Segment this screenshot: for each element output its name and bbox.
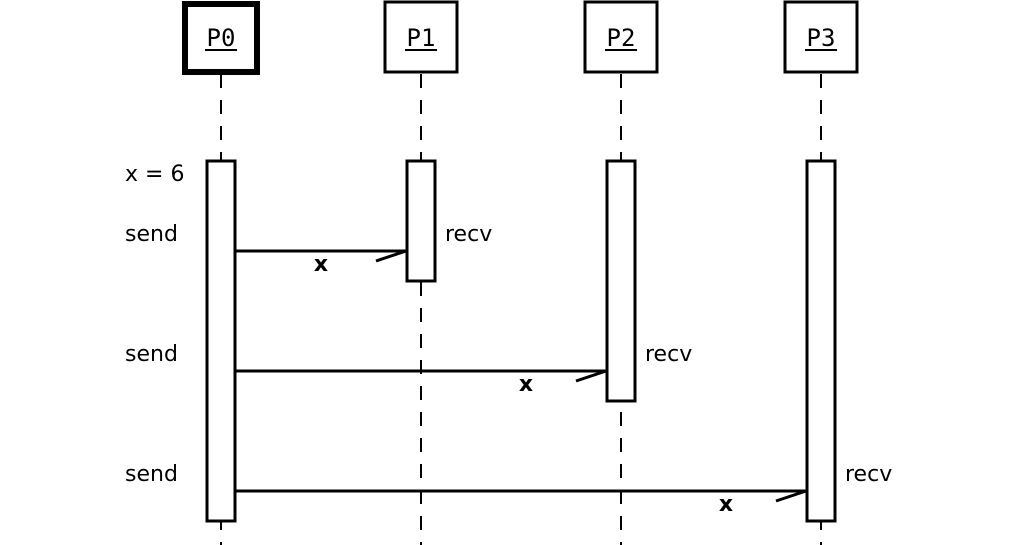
activation-bar-p1[interactable] [405, 159, 437, 283]
process-header-p3[interactable]: P3 [783, 0, 859, 74]
lifelines [220, 74, 822, 545]
process-box-p2[interactable] [583, 0, 659, 74]
note-recv-2: recv [645, 342, 692, 367]
note-send-3: send [125, 462, 178, 487]
message-label-p0-p2: x [519, 372, 533, 397]
process-label-p0: P0 [207, 24, 236, 52]
process-header-p1[interactable]: P1 [383, 0, 459, 74]
note-recv-3: recv [845, 462, 892, 487]
process-label-p2: P2 [607, 24, 636, 52]
message-p0-p3[interactable] [235, 489, 807, 503]
note-assign: x = 6 [125, 162, 184, 187]
message-p0-p1[interactable] [235, 249, 407, 263]
process-box-p1[interactable] [383, 0, 459, 74]
message-arrowhead-p0-p1 [375, 249, 407, 263]
message-p0-p2[interactable] [235, 369, 607, 383]
activation-bar-p3[interactable] [805, 159, 837, 523]
message-arrowhead-p0-p3 [775, 489, 807, 503]
process-header-p0[interactable]: P0 [182, 1, 260, 75]
process-header-p2[interactable]: P2 [583, 0, 659, 74]
note-send-1: send [125, 222, 178, 247]
process-box-p0[interactable] [182, 1, 260, 75]
process-label-p1: P1 [407, 24, 436, 52]
activation-bar-p2[interactable] [605, 159, 637, 403]
activation-bar-p0[interactable] [205, 159, 237, 523]
message-label-p0-p3: x [719, 492, 733, 517]
message-label-p0-p1: x [314, 252, 328, 277]
process-box-p3[interactable] [783, 0, 859, 74]
note-send-2: send [125, 342, 178, 367]
process-label-p3: P3 [807, 24, 836, 52]
note-recv-1: recv [445, 222, 492, 247]
message-arrowhead-p0-p2 [575, 369, 607, 383]
